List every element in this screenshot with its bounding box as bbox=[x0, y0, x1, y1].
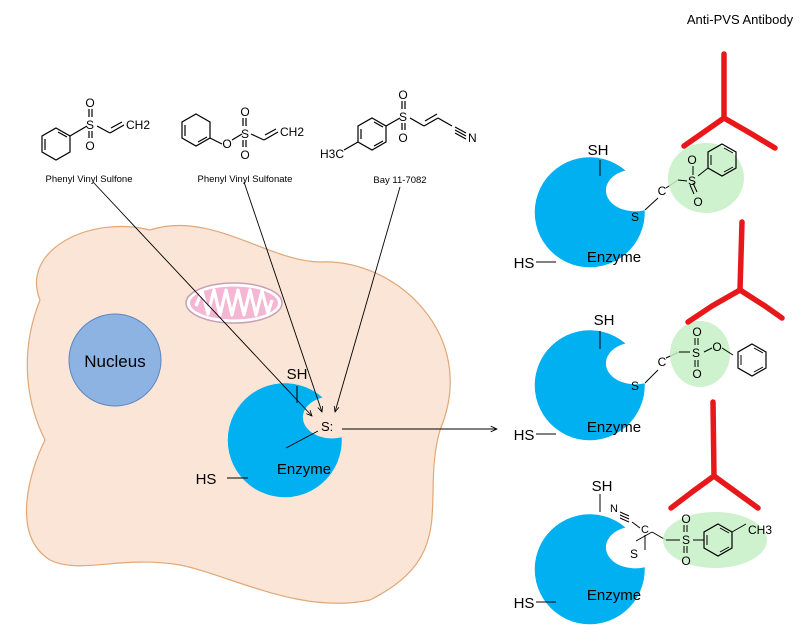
product-2-enzyme: Enzyme bbox=[587, 419, 641, 436]
product-3-hs: HS bbox=[514, 595, 535, 612]
product-3-c: C bbox=[641, 524, 649, 536]
pvs-ch2: CH2 bbox=[126, 118, 150, 132]
cell-enzyme-hs: HS bbox=[196, 471, 217, 488]
mitochondrion bbox=[185, 282, 283, 324]
bay-s: S bbox=[399, 110, 407, 124]
inhibitor-name-pvsn: Phenyl Vinyl Sulfonate bbox=[198, 174, 293, 185]
cell-enzyme-sh: SH bbox=[287, 366, 308, 383]
product-1-so2-o2: O bbox=[693, 195, 702, 209]
sulfonate-highlight bbox=[670, 321, 730, 387]
nucleus bbox=[68, 313, 162, 407]
structure-phenyl-vinyl-sulfonate bbox=[181, 113, 279, 147]
structure-bay-11-7082 bbox=[343, 101, 467, 151]
pvs-o-bottom: O bbox=[85, 139, 94, 153]
product-1-c: C bbox=[658, 184, 667, 198]
structure-phenyl-vinyl-sulfone bbox=[41, 109, 125, 161]
arrow-pvs bbox=[92, 181, 312, 416]
product-2-c: C bbox=[658, 355, 667, 369]
product-3-so2-o2: O bbox=[681, 554, 690, 568]
pvsn-ch2: CH2 bbox=[280, 125, 304, 139]
inhibitor-name-pvs: Phenyl Vinyl Sulfone bbox=[46, 174, 133, 185]
inhibitor-name-bay: Bay 11-7082 bbox=[373, 175, 426, 186]
product-2-o-ester: O bbox=[712, 340, 721, 354]
product-2-hs: HS bbox=[514, 427, 535, 444]
product-3-so2-s: S bbox=[682, 533, 690, 547]
pvs-s: S bbox=[86, 118, 94, 132]
product-3-n: N bbox=[610, 503, 618, 515]
product-3-sh: SH bbox=[592, 478, 613, 495]
product-1-enzyme: Enzyme bbox=[587, 249, 641, 266]
product-3 bbox=[534, 399, 767, 625]
pvs-o-top: O bbox=[85, 96, 94, 110]
product-3-enzyme: Enzyme bbox=[587, 587, 641, 604]
product-2-sh: SH bbox=[594, 312, 615, 329]
pvsn-s: S bbox=[241, 127, 249, 141]
pvsn-o-bottom: O bbox=[240, 148, 249, 162]
product-3-ch3: CH3 bbox=[748, 523, 772, 537]
product-2-so3-o2: O bbox=[692, 367, 701, 381]
active-site-thiolate: S: bbox=[321, 419, 333, 434]
sulfone-highlight-3 bbox=[663, 512, 767, 568]
product-2-so3-o1: O bbox=[692, 325, 701, 339]
bay-h3c: H3C bbox=[320, 147, 344, 161]
product-2-s: S bbox=[631, 379, 639, 393]
bay-n: N bbox=[468, 131, 477, 145]
product-2 bbox=[534, 219, 785, 441]
product-1-so2-s: S bbox=[688, 174, 696, 188]
bay-o-top: O bbox=[398, 88, 407, 102]
arrow-bay bbox=[335, 186, 401, 412]
nucleus-label: Nucleus bbox=[84, 352, 145, 371]
product-2-so3-s: S bbox=[692, 346, 700, 360]
sulfone-highlight-1 bbox=[668, 143, 744, 213]
cell-enzyme-label: Enzyme bbox=[277, 461, 331, 478]
antibody-label: Anti-PVS Antibody bbox=[687, 12, 794, 27]
product-1-so2-o1: O bbox=[687, 153, 696, 167]
product-1 bbox=[534, 51, 778, 268]
product-1-sh: SH bbox=[588, 142, 609, 159]
product-1-s: S bbox=[631, 210, 639, 224]
pvsn-o-ester: O bbox=[222, 137, 231, 151]
product-3-s: S bbox=[630, 547, 638, 561]
arrow-pvsn bbox=[243, 181, 322, 412]
bay-o-bottom: O bbox=[398, 131, 407, 145]
product-3-so2-o1: O bbox=[681, 512, 690, 526]
pvsn-o-top: O bbox=[240, 105, 249, 119]
product-1-hs: HS bbox=[514, 255, 535, 272]
